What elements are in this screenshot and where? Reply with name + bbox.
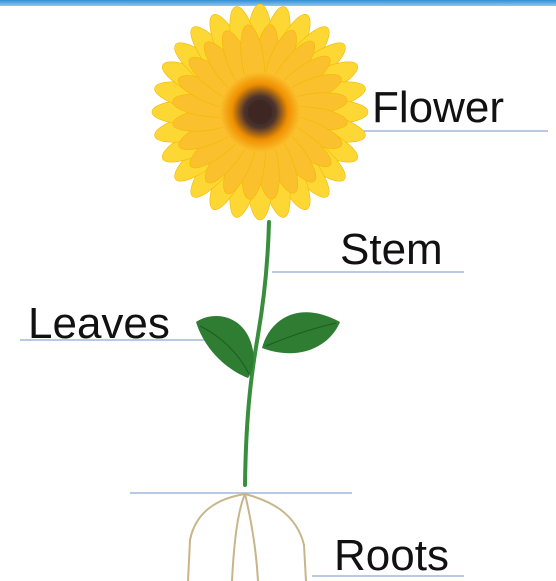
label-stem: Stem bbox=[340, 228, 443, 272]
label-roots: Roots bbox=[334, 534, 449, 578]
roots bbox=[188, 494, 306, 581]
label-leaves: Leaves bbox=[28, 302, 170, 346]
label-flower: Flower bbox=[372, 86, 504, 130]
flower-head bbox=[152, 4, 368, 220]
flower-center bbox=[248, 100, 272, 124]
leaf-left bbox=[196, 316, 254, 378]
